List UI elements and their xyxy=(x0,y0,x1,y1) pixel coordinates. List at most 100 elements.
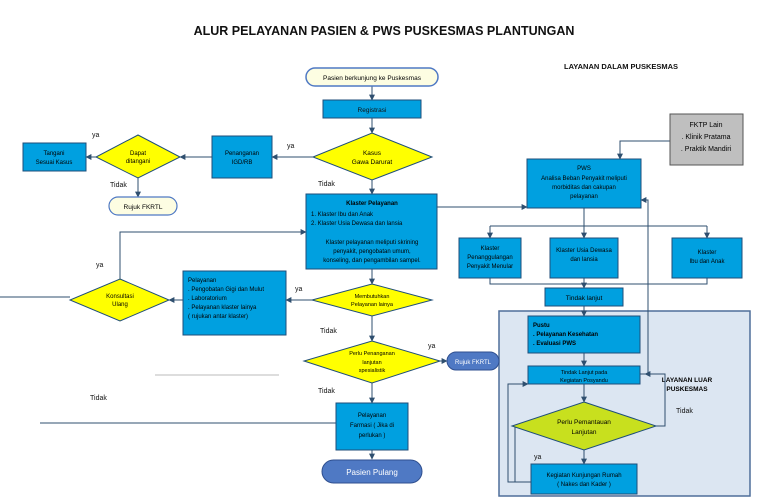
svg-text:Pasien berkunjung ke Puskesmas: Pasien berkunjung ke Puskesmas xyxy=(323,75,422,82)
edge-label-ya: ya xyxy=(428,343,436,350)
tangani-sesuai-kasus-box: Tangani Sesuai Kasus xyxy=(22,142,87,172)
svg-text:perlukan ): perlukan ) xyxy=(359,433,386,439)
edge-label-tidak: Tidak xyxy=(318,181,335,188)
svg-text:. Praktik Mandiri: . Praktik Mandiri xyxy=(681,146,732,153)
edge-label-tidak: Tidak xyxy=(318,388,335,395)
kunjungan-rumah-box: Kegiatan Kunjungan Rumah ( Nakes dan Kad… xyxy=(530,463,638,495)
klaster-usia-dewasa-box: Klaster Usia Dewasa dan lansia xyxy=(549,237,619,279)
svg-text:Tindak Lanjut pada: Tindak Lanjut pada xyxy=(561,370,609,376)
svg-text:Perlu Penanganan: Perlu Penanganan xyxy=(349,351,395,357)
svg-text:Kegiatan Posyandu: Kegiatan Posyandu xyxy=(560,378,608,384)
svg-text:Rujuk FKRTL: Rujuk FKRTL xyxy=(124,204,163,211)
svg-text:Penanganan: Penanganan xyxy=(225,151,259,157)
edge-label-ya: ya xyxy=(534,454,542,461)
svg-text:PWS: PWS xyxy=(577,166,591,172)
registrasi-box: Registrasi xyxy=(322,99,422,119)
svg-text:Kegiatan Kunjungan Rumah: Kegiatan Kunjungan Rumah xyxy=(546,473,621,479)
svg-text:spesialistik: spesialistik xyxy=(359,368,386,374)
perlu-pemantauan-decision: Perlu Pemantauan Lanjutan xyxy=(510,401,658,451)
tindak-lanjut-posyandu-box: Tindak Lanjut pada Kegiatan Posyandu xyxy=(527,365,641,385)
svg-text:Klaster: Klaster xyxy=(481,246,500,252)
svg-text:ditangani: ditangani xyxy=(126,159,150,165)
edge-label-ya: ya xyxy=(92,132,100,139)
svg-text:Gawa Darurat: Gawa Darurat xyxy=(352,159,393,166)
edge-label-tidak: Tidak xyxy=(110,182,127,189)
edge-label-ya: ya xyxy=(295,286,303,293)
rujuk-fkrtl-terminal-1: Rujuk FKRTL xyxy=(108,196,178,216)
svg-text:Penyakit Menular: Penyakit Menular xyxy=(467,264,513,270)
svg-text:IGD/RB: IGD/RB xyxy=(232,160,253,166)
svg-text:Penanggulangan: Penanggulangan xyxy=(467,255,512,261)
svg-text:pelayanan: pelayanan xyxy=(570,194,598,200)
svg-text:Klaster pelayanan meliputi skr: Klaster pelayanan meliputi skrining xyxy=(326,240,419,246)
svg-text:( rujukan antar klaster): ( rujukan antar klaster) xyxy=(188,314,248,320)
section-label-inside: LAYANAN DALAM PUSKESMAS xyxy=(564,62,679,71)
svg-text:. Klinik Pratama: . Klinik Pratama xyxy=(681,134,730,141)
section-label-outside-line1: LAYANAN LUAR xyxy=(662,377,713,384)
svg-text:. Pelayanan klaster lainya: . Pelayanan klaster lainya xyxy=(188,305,257,311)
edge-label-tidak: Tidak xyxy=(90,395,107,402)
klaster-penyakit-menular-box: Klaster Penanggulangan Penyakit Menular xyxy=(458,237,522,279)
svg-text:morbiditas dan cakupan: morbiditas dan cakupan xyxy=(552,185,616,191)
edge-label-ya: ya xyxy=(287,143,295,150)
svg-text:. Pengobatan Gigi dan Mulut: . Pengobatan Gigi dan Mulut xyxy=(188,287,264,293)
svg-text:Perlu Pemantauan: Perlu Pemantauan xyxy=(557,419,611,426)
svg-text:Pelayanan: Pelayanan xyxy=(358,413,386,419)
svg-text:penyakit, pengobatan umum,: penyakit, pengobatan umum, xyxy=(333,249,411,255)
svg-text:2. Klaster Usia Dewasa dan l: 2. Klaster Usia Dewasa dan lansia xyxy=(311,221,403,227)
svg-text:. Pelayanan Kesehatan: . Pelayanan Kesehatan xyxy=(533,332,598,338)
pws-box: PWS Analisa Beban Penyakit meliputi morb… xyxy=(526,158,642,209)
kasus-gawat-darurat-decision: Kasus Gawa Darurat xyxy=(311,132,434,181)
edge-label-tidak: Tidak xyxy=(676,408,693,415)
svg-text:Kasus: Kasus xyxy=(363,150,382,157)
svg-text:Tangani: Tangani xyxy=(43,151,64,157)
rujuk-fkrtl-terminal-2: Rujuk FKRTL xyxy=(446,351,500,371)
svg-text:Konsultasi: Konsultasi xyxy=(106,294,134,300)
svg-text:Rujuk FKRTL: Rujuk FKRTL xyxy=(455,360,492,366)
svg-text:dan lansia: dan lansia xyxy=(570,257,598,263)
connectors xyxy=(0,86,710,483)
section-label-outside-line2: PUSKESMAS xyxy=(666,386,708,393)
svg-text:Dapat: Dapat xyxy=(130,151,146,157)
edge-label-ya: ya xyxy=(96,262,104,269)
fktp-lain-box: FKTP Lain . Klinik Pratama . Praktik Man… xyxy=(669,113,744,166)
svg-text:1. Klaster Ibu dan Anak: 1. Klaster Ibu dan Anak xyxy=(311,212,374,218)
edge-label-tidak: Tidak xyxy=(320,328,337,335)
svg-text:Farmasi ( Jika di: Farmasi ( Jika di xyxy=(350,423,394,429)
svg-text:konseling, dan pengambilan sam: konseling, dan pengambilan sampel. xyxy=(323,258,421,264)
svg-text:Lanjutan: Lanjutan xyxy=(572,429,597,436)
svg-text:Pasien Pulang: Pasien Pulang xyxy=(346,468,398,477)
konsultasi-ulang-decision: Konsultasi Ulang xyxy=(68,278,171,322)
tindak-lanjut-box: Tindak lanjut xyxy=(544,287,624,307)
svg-text:FKTP Lain: FKTP Lain xyxy=(690,122,723,129)
pasien-pulang-terminal: Pasien Pulang xyxy=(321,459,423,484)
klaster-pelayanan-box: Klaster Pelayanan 1. Klaster Ibu dan Ana… xyxy=(305,193,438,270)
klaster-ibu-anak-box: Klaster Ibu dan Anak xyxy=(671,237,743,279)
svg-text:Klaster Usia Dewasa: Klaster Usia Dewasa xyxy=(556,248,612,254)
igd-box: Penanganan IGD/RB xyxy=(211,135,273,179)
svg-text:lanjutan: lanjutan xyxy=(362,360,381,366)
membutuhkan-pelayanan-decision: Membutuhkan Pelayanan lainya xyxy=(310,283,434,317)
perlu-penanganan-lanjutan-decision: Perlu Penanganan lanjutan spesialistik xyxy=(302,340,442,384)
svg-text:Ulang: Ulang xyxy=(112,302,128,308)
svg-text:Ibu dan Anak: Ibu dan Anak xyxy=(689,259,725,265)
svg-text:Klaster Pelayanan: Klaster Pelayanan xyxy=(346,201,398,207)
svg-text:. Evaluasi PWS: . Evaluasi PWS xyxy=(533,341,576,347)
svg-text:Analisa Beban Penyakit meliput: Analisa Beban Penyakit meliputi xyxy=(541,176,627,182)
pustu-box: Pustu . Pelayanan Kesehatan . Evaluasi P… xyxy=(527,315,641,354)
pelayanan-farmasi-box: Pelayanan Farmasi ( Jika di perlukan ) xyxy=(335,402,409,451)
svg-text:Pustu: Pustu xyxy=(533,323,550,329)
svg-text:( Nakes dan Kader ): ( Nakes dan Kader ) xyxy=(557,482,611,488)
start-node: Pasien berkunjung ke Puskesmas xyxy=(305,67,439,87)
svg-text:Registrasi: Registrasi xyxy=(358,107,387,114)
svg-text:Tindak lanjut: Tindak lanjut xyxy=(566,295,603,302)
svg-text:Pelayanan lainya: Pelayanan lainya xyxy=(351,302,394,308)
svg-text:. Laboratorium: . Laboratorium xyxy=(188,296,227,302)
svg-text:Membutuhkan: Membutuhkan xyxy=(355,294,390,300)
svg-text:Sesuai Kasus: Sesuai Kasus xyxy=(36,160,73,166)
svg-text:Pelayanan: Pelayanan xyxy=(188,278,216,284)
dapat-ditangani-decision: Dapat ditangani xyxy=(94,134,182,179)
page-title: ALUR PELAYANAN PASIEN & PWS PUSKESMAS PL… xyxy=(193,24,575,38)
svg-text:Klaster: Klaster xyxy=(698,250,717,256)
